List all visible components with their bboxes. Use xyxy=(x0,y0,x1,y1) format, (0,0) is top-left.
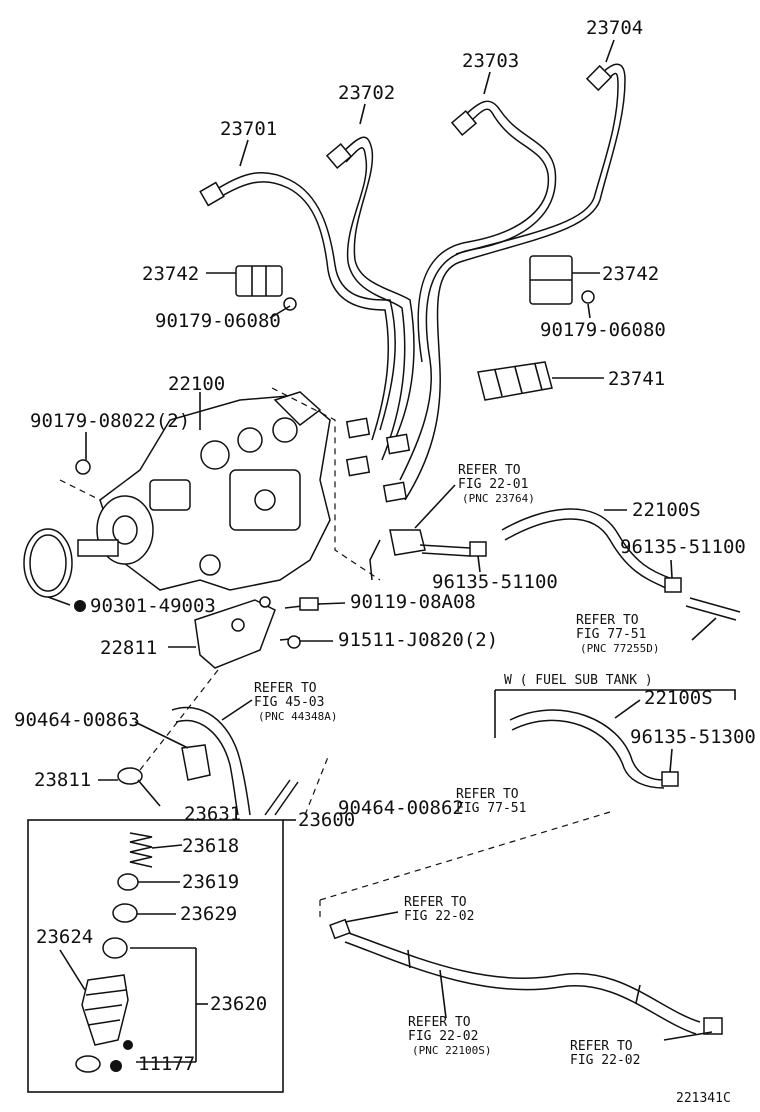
callout-23742-right: 23742 xyxy=(602,263,659,285)
ref4-refer: REFER TO xyxy=(456,787,519,802)
ref5-refer: REFER TO xyxy=(404,895,467,910)
callout-labels: 23704 23703 23702 23701 23742 90179-0608… xyxy=(14,17,756,1075)
ref6-pnc: (PNC 22100S) xyxy=(412,1044,491,1057)
bracket-22811 xyxy=(194,596,321,669)
ref5-fig: FIG 22-02 xyxy=(404,909,474,924)
variant-label: W ( FUEL SUB TANK ) xyxy=(504,673,653,688)
ref3-pnc: (PNC 44348A) xyxy=(258,710,337,723)
injection-pump-22100 xyxy=(75,391,331,591)
callout-23703: 23703 xyxy=(462,50,519,72)
clamp-23742-right xyxy=(529,255,595,305)
callout-90179-06080-left: 90179-06080 xyxy=(155,310,281,332)
callout-23811: 23811 xyxy=(34,769,91,791)
callout-96135-51100-right: 96135-51100 xyxy=(620,536,746,558)
callout-11177: 11177 xyxy=(138,1053,195,1075)
callout-23742-left: 23742 xyxy=(142,263,199,285)
callout-90464-00862: 90464-00862 xyxy=(338,797,464,819)
ref7-refer: REFER TO xyxy=(570,1039,633,1054)
hose-22100S-a xyxy=(501,508,741,621)
ref1-refer: REFER TO xyxy=(458,463,521,478)
new-part-dot xyxy=(110,1060,122,1072)
callout-23600: 23600 xyxy=(298,809,355,831)
spring-23618 xyxy=(129,832,153,868)
fuel-inlet-fitting xyxy=(369,529,487,581)
diagram-code: 221341C xyxy=(676,1091,731,1106)
callout-22811: 22811 xyxy=(100,637,157,659)
callout-23619: 23619 xyxy=(182,871,239,893)
callout-22100S-b: 22100S xyxy=(644,687,713,709)
ref3-refer: REFER TO xyxy=(254,681,317,696)
callout-96135-51300: 96135-51300 xyxy=(630,726,756,748)
priming-pump-frame xyxy=(27,819,284,1093)
ref7-fig: FIG 22-02 xyxy=(570,1053,640,1068)
ref1-pnc: (PNC 23764) xyxy=(462,492,535,505)
valve-23624 xyxy=(102,937,128,959)
callout-91511-J0820: 91511-J0820(2) xyxy=(338,629,498,651)
callout-90119-08A08: 90119-08A08 xyxy=(350,591,476,613)
wing-bolt-23811 xyxy=(117,767,161,807)
callout-23741: 23741 xyxy=(608,368,665,390)
reference-notes: REFER TO FIG 22-01 (PNC 23764) REFER TO … xyxy=(254,463,659,1068)
clamp-23741 xyxy=(477,361,553,401)
callout-23702: 23702 xyxy=(338,82,395,104)
ref6-refer: REFER TO xyxy=(408,1015,471,1030)
hose-22100S-b xyxy=(509,709,679,789)
callout-23624: 23624 xyxy=(36,926,93,948)
callout-23618: 23618 xyxy=(182,835,239,857)
ref2-refer: REFER TO xyxy=(576,613,639,628)
hose-45-03 xyxy=(171,706,251,816)
injection-pipes xyxy=(199,63,626,503)
ref3-fig: FIG 45-03 xyxy=(254,695,324,710)
clamp-23742-left xyxy=(235,265,297,311)
callout-22100S-a: 22100S xyxy=(632,499,701,521)
valve-23619 xyxy=(117,873,139,891)
callout-90464-00863: 90464-00863 xyxy=(14,709,140,731)
callout-90179-06080-right: 90179-06080 xyxy=(540,319,666,341)
new-part-dot xyxy=(74,600,86,612)
callout-90301-49003: 90301-49003 xyxy=(90,595,216,617)
callout-23704: 23704 xyxy=(586,17,643,39)
ref2-fig: FIG 77-51 xyxy=(576,627,646,642)
callout-23631: 23631 xyxy=(184,803,241,825)
callout-96135-51100-center: 96135-51100 xyxy=(432,571,558,593)
ref4-fig: FIG 77-51 xyxy=(456,801,526,816)
callout-90179-08022: 90179-08022(2) xyxy=(30,410,190,432)
callout-23701: 23701 xyxy=(220,118,277,140)
gasket-23629 xyxy=(112,903,138,923)
callout-22100: 22100 xyxy=(168,373,225,395)
ref6-fig: FIG 22-02 xyxy=(408,1029,478,1044)
plug-11177 xyxy=(75,1055,101,1073)
callout-23620: 23620 xyxy=(210,993,267,1015)
callout-23629: 23629 xyxy=(180,903,237,925)
hose-lower xyxy=(329,918,723,1035)
ref1-fig: FIG 22-01 xyxy=(458,477,528,492)
leader-lines xyxy=(47,39,717,1041)
ref2-pnc: (PNC 77255D) xyxy=(580,642,659,655)
priming-body-23620 xyxy=(81,974,129,1046)
